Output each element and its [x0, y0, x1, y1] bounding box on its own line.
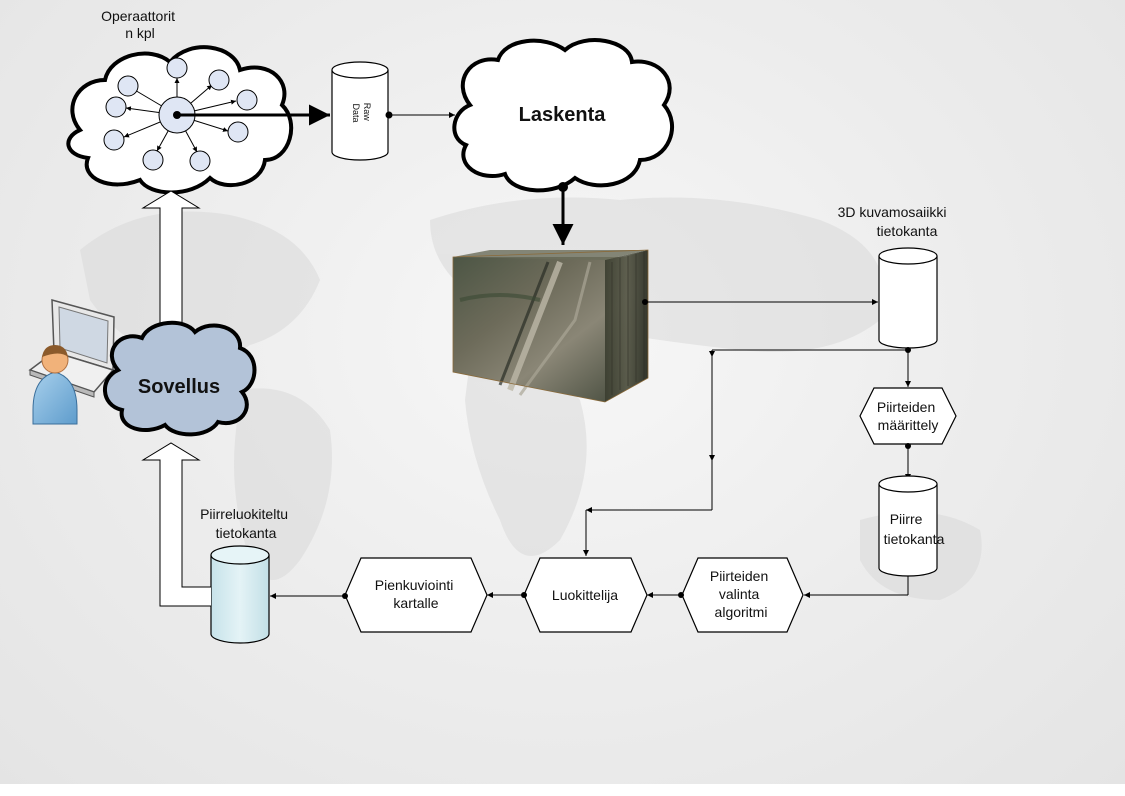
- mosaic-database-cylinder: [878, 247, 938, 349]
- classifier-hexagon: Luokittelija: [523, 557, 648, 633]
- feature-definition-hexagon: Piirteiden määrittely: [859, 387, 957, 445]
- sovellus-label: Sovellus: [138, 376, 220, 398]
- mosaic-db-label-line2: tietokanta: [877, 223, 938, 239]
- app-to-operators-hollow-arrow: [141, 190, 201, 350]
- svg-text:Operaattorit n kpl: Operaattorit n kpl: [101, 8, 179, 41]
- 3d-mosaic-cube-image: [452, 249, 649, 403]
- classified-db-label-line1: Piirreluokiteltu: [200, 506, 288, 522]
- svg-text:Pienkuviointi kartalle: Pienkuviointi kartalle: [375, 577, 458, 611]
- feature-db-label-line1: Piirre: [890, 511, 923, 527]
- svg-text:Piirteiden määrittely: Piirteiden määrittely: [877, 399, 939, 433]
- svg-text:Raw Data: Raw Data: [351, 103, 372, 124]
- feature-db-label-line2: tietokanta: [884, 531, 945, 547]
- footer-strip: [0, 784, 1125, 796]
- feature-definition-label-line2: määrittely: [878, 417, 939, 433]
- operators-label-line1: Operaattorit: [101, 8, 175, 24]
- feature-selection-label-line2: valinta: [719, 586, 760, 602]
- raw-data-cylinder: Raw Data: [331, 61, 389, 161]
- classifier-label: Luokittelija: [552, 587, 618, 603]
- raw-data-label-line1: Raw: [362, 103, 372, 122]
- feature-database-cylinder: Piirre tietokanta: [878, 475, 945, 577]
- operators-cloud: [66, 45, 293, 195]
- svg-text:3D kuvamosaiikki tietoka: 3D kuvamosaiikki tietokanta: [838, 204, 951, 239]
- svg-text:Piirteiden valinta: Piirteiden valinta algoritmi: [710, 568, 772, 620]
- classified-database-cylinder: [210, 545, 270, 644]
- raw-data-label-line2: Data: [351, 103, 361, 122]
- feature-definition-label-line1: Piirteiden: [877, 399, 935, 415]
- laskenta-cloud: Laskenta: [452, 38, 675, 193]
- mosaic-db-label-line1: 3D kuvamosaiikki: [838, 204, 947, 220]
- laskenta-label: Laskenta: [519, 104, 607, 126]
- classified-db-to-app-hollow-arrow: [141, 442, 211, 607]
- user-icon: [32, 345, 78, 425]
- svg-text:Piirreluokiteltu tietoka: Piirreluokiteltu tietokanta: [200, 506, 292, 541]
- sovellus-cloud: Sovellus: [103, 320, 257, 437]
- classified-db-label-line2: tietokanta: [216, 525, 277, 541]
- operator-node: [105, 96, 178, 118]
- map-output-label-line1: Pienkuviointi: [375, 577, 454, 593]
- map-output-hexagon: Pienkuviointi kartalle: [344, 557, 488, 633]
- feature-selection-label-line1: Piirteiden: [710, 568, 768, 584]
- feature-selection-hexagon: Piirteiden valinta algoritmi: [681, 557, 804, 633]
- feature-selection-label-line3: algoritmi: [715, 604, 768, 620]
- svg-text:Piirre tietokanta: Piirre tietokanta: [884, 511, 945, 547]
- operators-label-line2: n kpl: [125, 25, 155, 41]
- map-output-label-line2: kartalle: [393, 595, 438, 611]
